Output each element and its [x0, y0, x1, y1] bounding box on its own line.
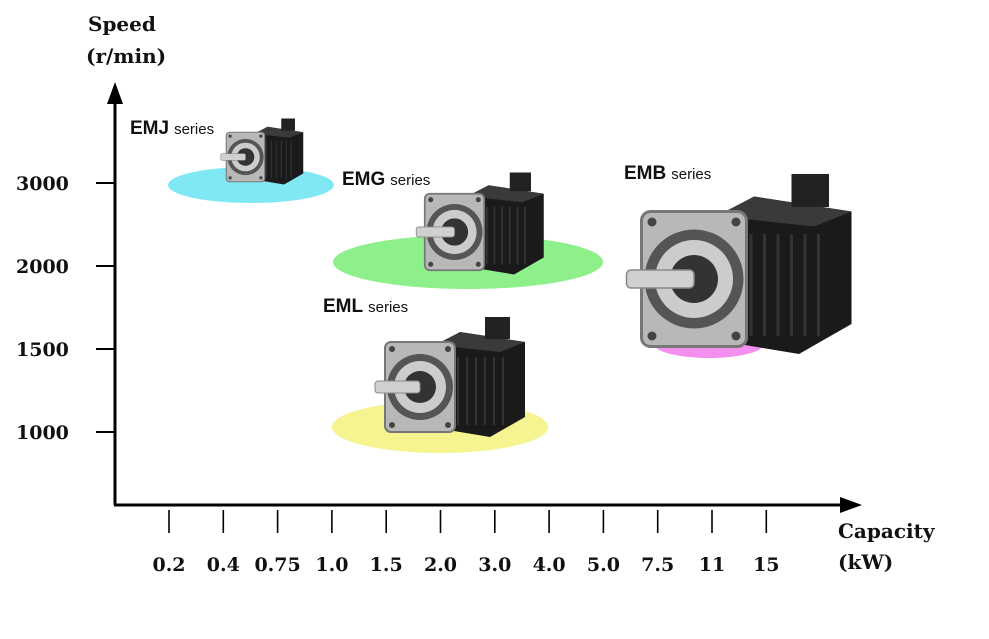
y-axis-label-line2: (r/min) — [86, 44, 166, 68]
x-tick-label: 1.0 — [315, 554, 348, 576]
x-tick-label: 0.4 — [207, 554, 240, 576]
axes: Speed (r/min) Capacity (kW) — [86, 12, 936, 574]
motor-image — [415, 172, 544, 275]
x-axis-label-line1: Capacity — [838, 519, 936, 543]
y-tick-label: 2000 — [16, 256, 69, 278]
motor-image — [625, 174, 852, 354]
motor-shaft — [625, 269, 695, 289]
motor-image — [220, 118, 304, 185]
x-axis-arrow — [840, 497, 862, 513]
y-axis-label-line1: Speed — [88, 12, 156, 36]
y-axis-arrow — [107, 82, 123, 104]
connector — [791, 174, 829, 207]
y-tick-label: 1000 — [16, 422, 69, 444]
x-tick-label: 15 — [753, 554, 779, 576]
motor-shaft — [415, 226, 455, 238]
motor-shaft — [374, 380, 421, 394]
x-tick-label: 5.0 — [587, 554, 620, 576]
connector — [281, 118, 295, 131]
x-tick-label: 1.5 — [370, 554, 403, 576]
x-tick-label: 7.5 — [641, 554, 674, 576]
connector — [509, 172, 531, 192]
y-tick-label: 1500 — [16, 339, 69, 361]
x-tick-label: 2.0 — [424, 554, 457, 576]
x-tick-label: 3.0 — [478, 554, 511, 576]
motor-shaft — [220, 153, 246, 161]
y-tick-label: 3000 — [16, 173, 69, 195]
x-tick-label: 11 — [699, 554, 725, 576]
x-tick-label: 0.75 — [254, 554, 300, 576]
x-axis-label-line2: (kW) — [838, 550, 893, 574]
connector — [485, 317, 510, 339]
motor-image — [374, 317, 525, 437]
x-tick-label: 4.0 — [533, 554, 566, 576]
x-tick-label: 0.2 — [152, 554, 185, 576]
